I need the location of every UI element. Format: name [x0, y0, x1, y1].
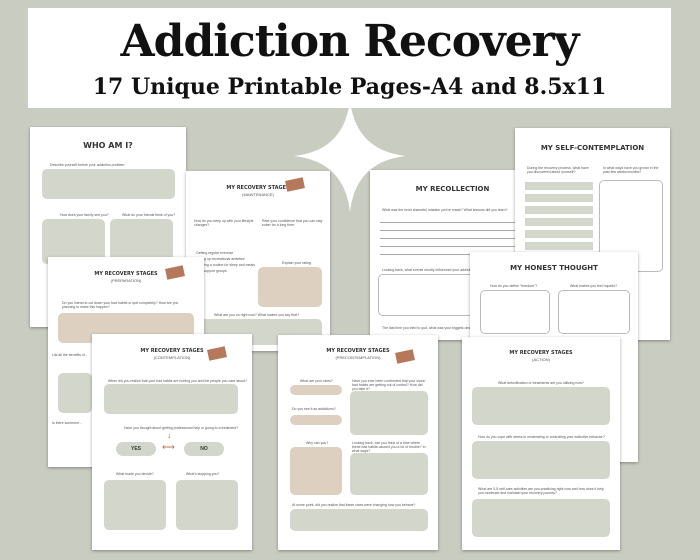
question: Looking back, what events shortly influe… [382, 268, 477, 272]
list-item: Join support groups [196, 269, 227, 273]
question: Explain your rating. [282, 261, 312, 265]
list-item: Keeping a routine for sleep and meals [196, 263, 255, 267]
page-heading: MY SELF-CONTEMPLATION [540, 144, 645, 152]
answer-line [525, 182, 593, 190]
question: Is there someone... [52, 421, 82, 425]
question: Have you ever been confronted that your … [352, 379, 426, 391]
question: What makes you feel hopeful? [570, 284, 618, 288]
answer-box [176, 480, 238, 530]
question: At some point, did you realize that thes… [292, 503, 416, 507]
list-item: Getting regular exercise [196, 251, 234, 255]
page-subtitle: 17 Unique Printable Pages-A4 and 8.5x11 [92, 74, 607, 100]
page-heading: MY RECOVERY STAGES [509, 350, 573, 356]
page-title: Addiction Recovery [120, 16, 580, 67]
question: In what ways have you grown in the past … [603, 166, 659, 174]
answer-box [58, 373, 92, 413]
page-heading: WHO AM I? [83, 141, 133, 150]
answer-line [525, 206, 593, 214]
page-heading: MY RECOVERY STAGES [226, 185, 290, 191]
page-maintenance: MY RECOVERY STAGES (MAINTENANCE) How do … [186, 171, 330, 351]
question: How does your family see you? [60, 213, 109, 217]
page-subheading: (CONTEMPLATION) [153, 355, 191, 360]
answer-box [472, 441, 610, 479]
page-heading: MY RECOVERY STAGES [326, 348, 390, 354]
question: Do you intend to cut down your bad habit… [62, 301, 179, 309]
question: Rate your confidence that you can stay s… [262, 219, 323, 227]
arrow-down-icon: ↓ [167, 430, 172, 440]
list-item: Taking up recreational activities [196, 257, 245, 261]
question: What made you decide? [116, 472, 154, 476]
question: What do your friends think of you? [122, 213, 176, 217]
page-heading: MY RECOLLECTION [415, 185, 490, 193]
yes-pill: YES [116, 442, 156, 456]
page-subheading: (PRECONTEMPLATION) [335, 355, 381, 360]
answer-line [525, 242, 593, 250]
question: During the recovery process, what have y… [527, 166, 589, 174]
question: When did you realize that your bad habit… [108, 379, 247, 383]
question: List all the benefits of... [52, 353, 88, 357]
sparkle-icon [294, 100, 406, 212]
question: What are 3-5 self-care activities are yo… [478, 487, 604, 495]
question: Looking back, can you think of a time wh… [352, 441, 426, 453]
page-precontemplation: MY RECOVERY STAGES (PRECONTEMPLATION) Wh… [278, 335, 438, 550]
answer-line [525, 218, 593, 226]
question: What are you on right now? What makes yo… [214, 313, 300, 317]
question: How do you keep up with your lifestyle c… [194, 219, 254, 227]
answer-box [290, 415, 342, 425]
question: What's stopping you? [186, 472, 220, 476]
answer-box [558, 290, 630, 334]
answer-box [350, 453, 428, 495]
page-heading: MY RECOVERY STAGES [140, 348, 204, 354]
answer-box [110, 219, 173, 264]
page-subheading: (ACTION) [532, 357, 550, 362]
question: How do you cope with stress in moderatin… [478, 435, 605, 439]
page-subheading: (MAINTENANCE) [242, 192, 274, 197]
question: What are your vices? [300, 379, 333, 383]
answer-box [104, 384, 238, 414]
answer-box [42, 169, 175, 199]
page-action: MY RECOVERY STAGES (ACTION) What detoxif… [462, 337, 620, 550]
question: What detoxification or treatments are yo… [498, 381, 584, 385]
answer-box [350, 391, 428, 435]
answer-box [290, 385, 342, 395]
page-contemplation: MY RECOVERY STAGES (CONTEMPLATION) When … [92, 334, 252, 550]
page-heading: MY RECOVERY STAGES [94, 271, 158, 277]
answer-line [525, 194, 593, 202]
answer-box [480, 290, 550, 334]
answer-box [472, 387, 610, 425]
answer-box [258, 267, 322, 307]
header-banner: Addiction Recovery 17 Unique Printable P… [28, 8, 671, 108]
question: Why can you? [306, 441, 329, 445]
question: Have you thought about getting professio… [124, 426, 239, 430]
question: What was the most shameful mistake you'v… [382, 208, 508, 212]
question: How do you define "freedom"? [490, 284, 538, 288]
answer-box [472, 499, 610, 537]
answer-box [290, 447, 342, 495]
page-subheading: (PREPARATION) [110, 278, 142, 283]
answer-box [290, 509, 428, 531]
answer-box [104, 480, 166, 530]
question: Describe yourself before your addiction … [50, 163, 126, 167]
page-heading: MY HONEST THOUGHT [510, 264, 598, 272]
question: The last time you tried to quit, what wa… [382, 326, 480, 330]
question: Do you see it as addictions? [292, 407, 336, 411]
answer-box [42, 219, 105, 264]
arrow-both-icon: ⟷ [162, 442, 175, 452]
stamp-icon [395, 349, 415, 364]
answer-line [525, 230, 593, 238]
no-pill: NO [184, 442, 224, 456]
